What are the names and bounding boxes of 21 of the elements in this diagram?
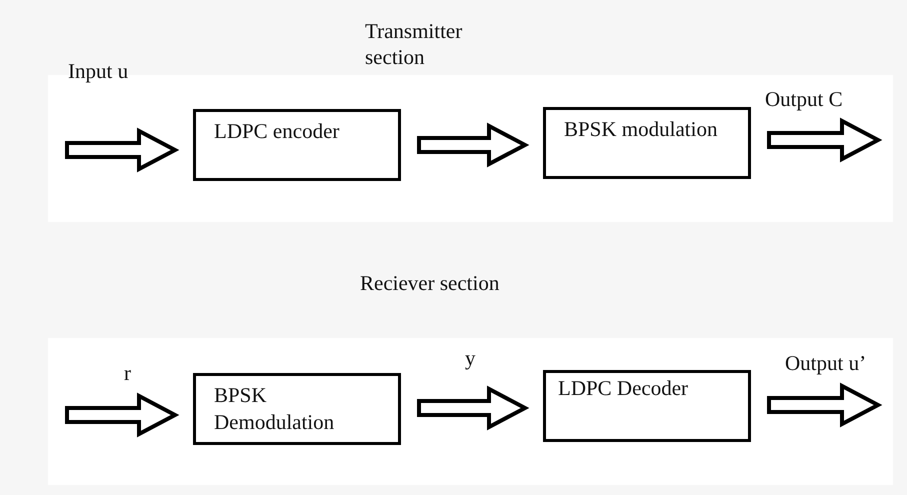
block-arrow (417, 122, 530, 168)
edge-label: Input u (68, 58, 130, 84)
edge-label: r (124, 360, 132, 386)
box-label: BPSK Demodulation (214, 382, 336, 436)
block-arrow (65, 392, 180, 438)
block-arrow (767, 118, 882, 162)
process-box (543, 370, 751, 442)
section-title: Reciever section (360, 270, 500, 296)
edge-label: y (465, 345, 476, 371)
block-arrow (767, 382, 882, 428)
block-arrow (65, 128, 180, 172)
box-label: LDPC encoder (214, 118, 340, 145)
edge-label: Output u’ (785, 350, 868, 376)
edge-label: Output C (765, 86, 844, 112)
box-label: BPSK modulation (564, 116, 718, 143)
process-box (543, 107, 751, 179)
block-arrow (417, 386, 530, 430)
box-label: LDPC Decoder (558, 375, 690, 402)
section-title: Transmitter section (365, 18, 464, 70)
process-box (193, 109, 401, 181)
process-box (193, 373, 401, 445)
